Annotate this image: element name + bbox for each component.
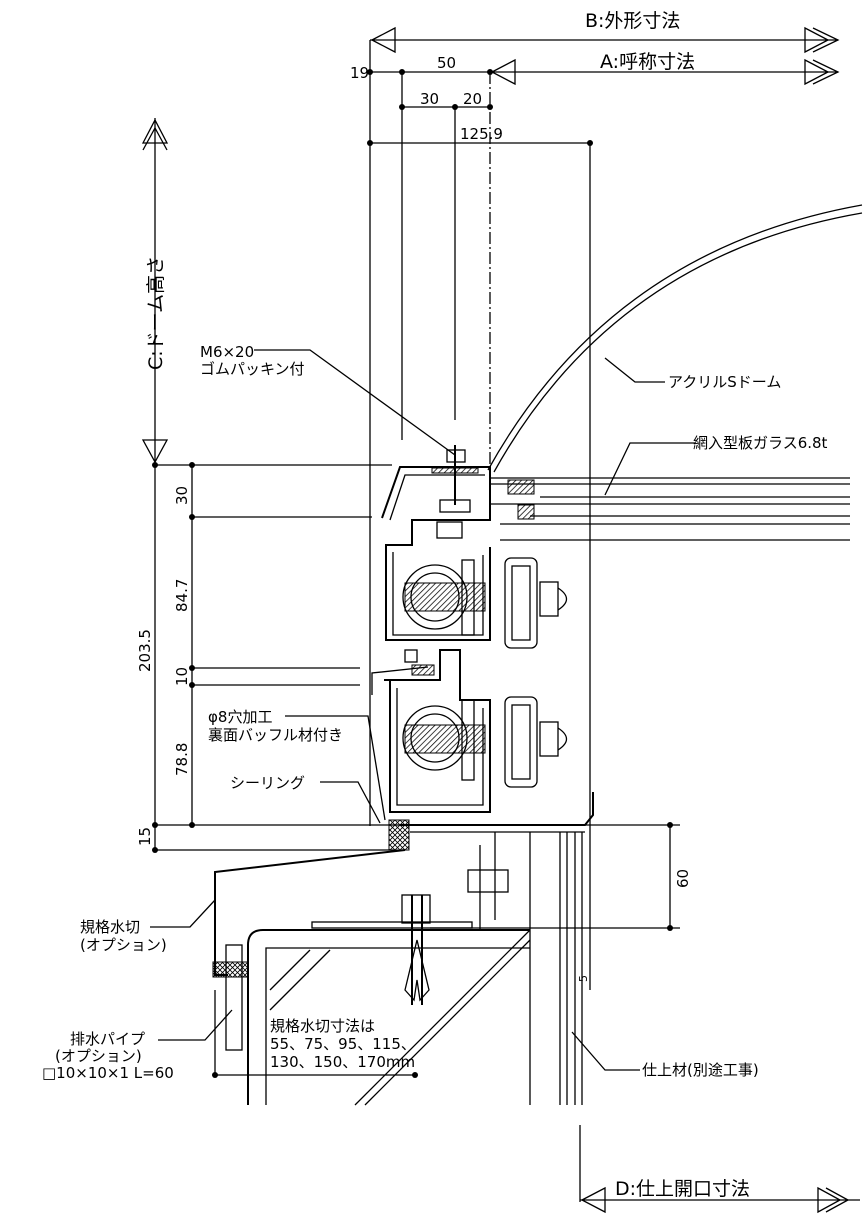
lower-frame: [371, 649, 594, 851]
wired-glass: [490, 477, 850, 541]
label-glass-text: 網入型板ガラス6.8t: [693, 434, 828, 452]
label-flashing: 規格水切 (オプション): [80, 899, 216, 954]
label-glass: 網入型板ガラス6.8t: [604, 434, 828, 496]
flashing-size-line1: 55、75、95、115、: [270, 1035, 416, 1053]
dimension-A: A:呼称寸法 19 50: [350, 51, 840, 86]
dimension-A-label: A:呼称寸法: [600, 51, 695, 73]
dimension-D: D:仕上開口寸法: [579, 1125, 860, 1214]
label-pipe-option: (オプション): [55, 1047, 142, 1065]
dimension-10: 10: [173, 667, 191, 686]
dimension-19: 19: [350, 64, 369, 82]
dimension-60: 60: [674, 869, 692, 888]
dimension-C: C:ドーム高さ: [141, 118, 169, 465]
label-rubber-packing: ゴムパッキン付: [200, 360, 305, 378]
dimension-15: 15: [136, 827, 154, 846]
label-sealing-text: シーリング: [230, 774, 305, 792]
label-bolt: M6×20 ゴムパッキン付: [200, 343, 456, 456]
dimension-5: 5: [577, 975, 590, 982]
dimension-30: 30: [173, 486, 191, 505]
dimension-B: B:外形寸法: [370, 10, 840, 54]
label-dome: アクリルSドーム: [604, 357, 781, 391]
label-finish: 仕上材(別途工事): [571, 1031, 759, 1079]
label-drain-pipe: 排水パイプ (オプション) □10×10×1 L=60: [42, 1009, 233, 1082]
label-finish-text: 仕上材(別途工事): [642, 1061, 759, 1079]
dimension-D-label: D:仕上開口寸法: [615, 1178, 750, 1200]
finish-material: [529, 832, 583, 1105]
flashing-size-line2: 130、150、170mm: [270, 1053, 415, 1071]
flashing: [212, 832, 531, 1106]
label-flashing-sizes: 規格水切寸法は 55、75、95、115、 130、150、170mm: [270, 1017, 416, 1071]
label-hole: φ8穴加工 裏面バッフル材付き: [208, 708, 386, 821]
label-baffle-text: 裏面バッフル材付き: [208, 726, 343, 744]
label-sealing: シーリング: [230, 774, 381, 824]
label-pipe-spec: □10×10×1 L=60: [42, 1064, 174, 1082]
dimension-20: 20: [463, 90, 482, 108]
dimension-C-label: C:ドーム高さ: [145, 256, 167, 370]
label-pipe-text: 排水パイプ: [70, 1030, 145, 1048]
dimension-30-top: 30: [420, 90, 439, 108]
dimension-84-7: 84.7: [173, 579, 191, 612]
acrylic-dome: [487, 204, 863, 473]
label-flashing-text: 規格水切: [80, 918, 140, 936]
label-hole-text: φ8穴加工: [208, 708, 272, 726]
dimension-78-8: 78.8: [173, 743, 191, 776]
label-dome-text: アクリルSドーム: [668, 373, 781, 391]
label-bolt-spec: M6×20: [200, 343, 254, 361]
label-flashing-option: (オプション): [80, 936, 167, 954]
dimension-203-5: 203.5: [136, 629, 154, 672]
dimension-50: 50: [437, 54, 456, 72]
flashing-size-title: 規格水切寸法は: [270, 1017, 375, 1035]
dimension-125-9: 125.9: [460, 125, 503, 143]
dimension-B-label: B:外形寸法: [585, 10, 680, 32]
